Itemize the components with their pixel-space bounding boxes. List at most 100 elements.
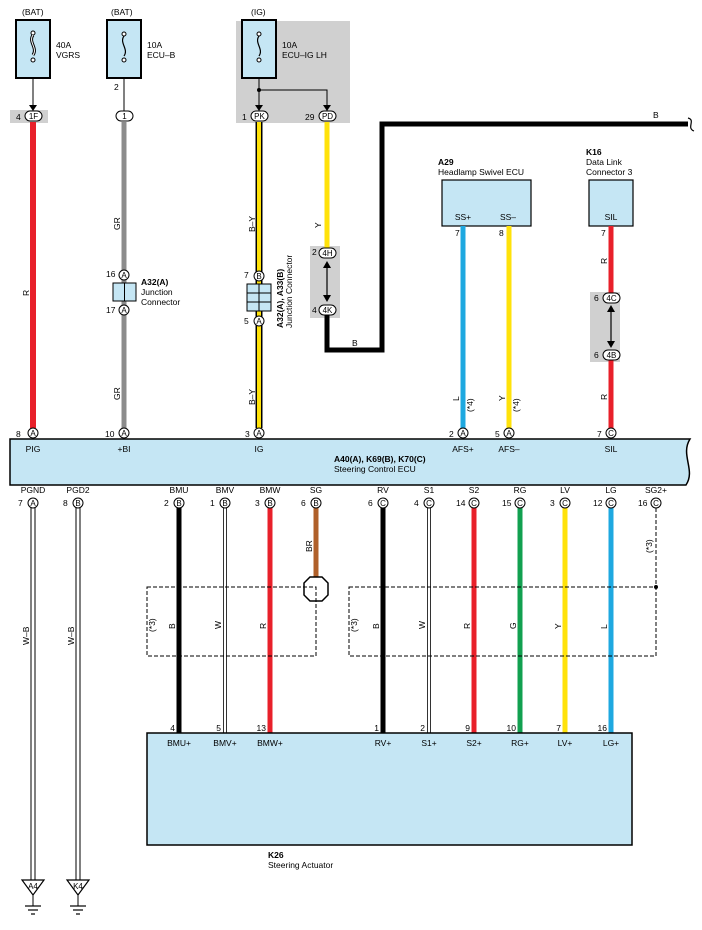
svg-text:C: C (517, 499, 523, 508)
fuse-vgrs: (BAT) 40A VGRS (15, 7, 80, 79)
svg-text:+BI: +BI (118, 444, 131, 454)
svg-text:9: 9 (465, 723, 470, 733)
svg-text:Headlamp Swivel ECU: Headlamp Swivel ECU (438, 167, 524, 177)
wire-black-b-upper (324, 121, 688, 353)
svg-text:3: 3 (245, 429, 250, 439)
svg-text:PGND: PGND (21, 485, 46, 495)
svg-text:B–Y: B–Y (247, 389, 257, 405)
svg-text:R: R (21, 290, 31, 296)
svg-text:BMU: BMU (170, 485, 189, 495)
fuse-ig-source: (IG) (251, 7, 266, 17)
svg-text:R: R (599, 394, 609, 400)
svg-text:BMU+: BMU+ (167, 738, 191, 748)
svg-text:1F: 1F (29, 112, 38, 121)
ecu-top-pins: 8 A PIG 10 A +BI 3 A IG 2 A AFS+ 5 A AFS… (16, 427, 618, 454)
svg-text:A: A (121, 429, 127, 438)
svg-text:Y: Y (553, 623, 563, 629)
svg-text:C: C (562, 499, 568, 508)
svg-text:SS–: SS– (500, 212, 516, 222)
svg-text:3: 3 (550, 498, 555, 508)
svg-text:K16: K16 (586, 147, 602, 157)
svg-text:C: C (608, 429, 614, 438)
ecu-pin-rg: RG 15 C (502, 485, 527, 509)
svg-text:4: 4 (16, 112, 21, 122)
svg-text:BMV: BMV (216, 485, 235, 495)
svg-text:W–B: W–B (21, 626, 31, 645)
svg-text:SS+: SS+ (455, 212, 471, 222)
svg-text:6: 6 (594, 350, 599, 360)
svg-text:Junction: Junction (141, 287, 173, 297)
data-link-connector-3: K16 Data Link Connector 3 SIL 7 (586, 147, 634, 238)
svg-text:S2+: S2+ (466, 738, 481, 748)
inline-connector-4h-4k: 2 4H 4 4K (312, 247, 337, 316)
fuse-ecu-b: (BAT) 10A ECU–B (106, 7, 176, 79)
svg-text:Y: Y (313, 222, 323, 228)
svg-text:B: B (313, 499, 318, 508)
svg-text:GR: GR (112, 217, 122, 230)
svg-text:8: 8 (16, 429, 21, 439)
ground-k4: K4 (65, 879, 91, 915)
svg-text:4: 4 (414, 498, 419, 508)
svg-text:G: G (508, 622, 518, 629)
svg-text:LV: LV (560, 485, 570, 495)
svg-text:10: 10 (105, 429, 115, 439)
svg-text:C: C (471, 499, 477, 508)
svg-text:BMW: BMW (260, 485, 281, 495)
svg-text:13: 13 (257, 723, 267, 733)
svg-text:RG: RG (514, 485, 527, 495)
headlamp-swivel-ecu: A29 Headlamp Swivel ECU SS+ SS– 7 8 (438, 157, 532, 238)
junction-connector-a32-a33: 7 B 5 A A32(A), A33(B) Junction Connecto… (244, 255, 294, 328)
svg-text:LV+: LV+ (558, 738, 573, 748)
svg-text:BMV+: BMV+ (213, 738, 236, 748)
svg-text:12: 12 (593, 498, 603, 508)
b-lead-label: B (653, 110, 659, 120)
svg-text:RV+: RV+ (375, 738, 392, 748)
ecu-pin-ig: 3 A IG (245, 427, 265, 454)
svg-text:4K: 4K (323, 306, 333, 315)
svg-text:6: 6 (301, 498, 306, 508)
svg-text:5: 5 (216, 723, 221, 733)
svg-text:8: 8 (499, 228, 504, 238)
svg-text:LG: LG (605, 485, 616, 495)
svg-text:14: 14 (456, 498, 466, 508)
conn-pk: 1 PK (242, 110, 269, 122)
fuse-ecu-b-rating: 10A (147, 40, 162, 50)
svg-text:BMW+: BMW+ (257, 738, 283, 748)
svg-text:A: A (460, 429, 466, 438)
svg-text:4C: 4C (606, 294, 616, 303)
svg-text:(*3): (*3) (349, 618, 359, 632)
svg-text:BR: BR (304, 540, 314, 552)
svg-text:A32(A), A33(B): A32(A), A33(B) (275, 269, 285, 328)
svg-text:SG: SG (310, 485, 322, 495)
svg-text:(*4): (*4) (465, 398, 475, 412)
svg-text:1: 1 (210, 498, 215, 508)
conn-1: 1 (115, 110, 134, 122)
svg-text:A: A (30, 499, 36, 508)
svg-text:R: R (258, 623, 268, 629)
svg-text:R: R (462, 623, 472, 629)
shield-box-sensor (348, 586, 657, 657)
svg-text:Junction Connector: Junction Connector (284, 255, 294, 328)
svg-text:R: R (599, 258, 609, 264)
svg-text:L: L (599, 624, 609, 629)
ecu-pin-pig: 8 A PIG (16, 427, 40, 454)
shield-box-motor (146, 586, 317, 657)
ecu-pin-lg: LG 12 C (593, 485, 617, 509)
conn-pd: 29 PD (305, 110, 337, 122)
svg-text:B: B (75, 499, 80, 508)
svg-text:1: 1 (242, 112, 247, 122)
svg-text:A: A (256, 429, 262, 438)
fuse-ig-rating: 10A (282, 40, 297, 50)
ecu-name: Steering Control ECU (334, 464, 416, 474)
svg-text:RG+: RG+ (511, 738, 529, 748)
svg-text:7: 7 (556, 723, 561, 733)
svg-text:1: 1 (122, 112, 127, 121)
svg-text:LG+: LG+ (603, 738, 619, 748)
svg-text:7: 7 (18, 498, 23, 508)
svg-text:Data Link: Data Link (586, 157, 623, 167)
svg-text:1: 1 (374, 723, 379, 733)
svg-text:7: 7 (601, 228, 606, 238)
ground-a4: A4 (20, 879, 46, 915)
svg-text:8: 8 (63, 498, 68, 508)
